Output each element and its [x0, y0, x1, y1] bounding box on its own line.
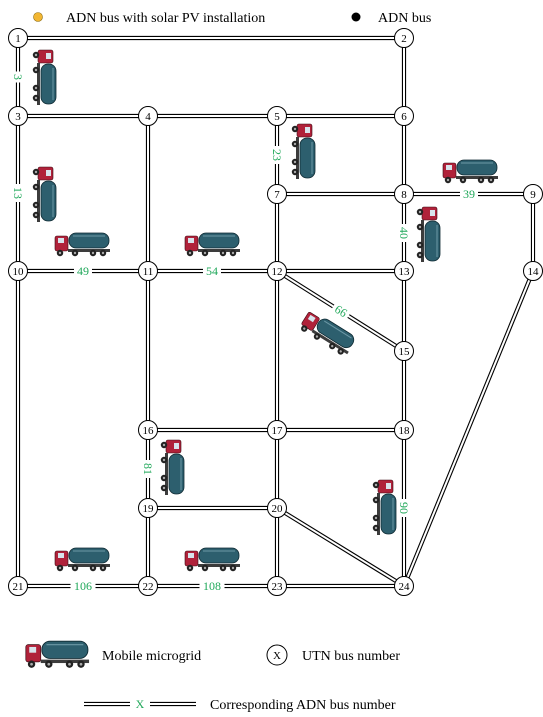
bus-node-label: 10 [13, 266, 25, 278]
edge-label-8-9: 39 [463, 187, 475, 201]
bus-node-4: 4 [139, 107, 158, 126]
bus-node-label: 24 [399, 581, 411, 593]
truck-legend [26, 641, 89, 668]
edge-label-8-13: 40 [397, 227, 411, 239]
bus-node-20: 20 [268, 499, 287, 518]
bus-node-23: 23 [268, 577, 287, 596]
adn-bus-legend-dot [352, 13, 361, 22]
bus-node-label: 5 [274, 111, 280, 123]
truck-10-11 [55, 233, 110, 256]
bus-node-label: 9 [530, 189, 536, 201]
edge-label-3-10: 13 [11, 187, 25, 199]
bus-node-label: 6 [401, 111, 407, 123]
bus-node-label: 4 [145, 111, 151, 123]
truck-11-12 [185, 233, 240, 256]
edge-label-18-24: 90 [397, 502, 411, 514]
solar-bus-legend-dot [34, 13, 43, 22]
legend-line-x: X [136, 697, 145, 711]
truck-8-13 [417, 207, 440, 262]
legend-solar-bus: ADN bus with solar PV installation [66, 11, 265, 26]
legend-adn-bus: ADN bus [378, 11, 431, 26]
edge-8-13: 40 [397, 194, 411, 271]
truck-16-19 [161, 440, 184, 495]
bus-node-label: 11 [143, 266, 154, 278]
bus-node-label: 12 [272, 266, 283, 278]
bus-node-3: 3 [9, 107, 28, 126]
edge-label-21-22: 106 [74, 579, 92, 593]
bus-node-label: 20 [272, 503, 284, 515]
bus-node-24: 24 [395, 577, 414, 596]
truck-5-7 [292, 124, 315, 179]
legend-mobile-microgrid-icon [26, 641, 89, 668]
edge-label-22-23: 108 [203, 579, 221, 593]
truck-21-22 [55, 548, 110, 571]
bus-node-6: 6 [395, 107, 414, 126]
edge-8-9: 39 [404, 187, 533, 201]
edge-14-24 [404, 271, 533, 586]
bus-node-17: 17 [268, 421, 287, 440]
bus-node-18: 18 [395, 421, 414, 440]
edge-22-23: 108 [148, 579, 277, 593]
legend-corresponding-adn: Corresponding ADN bus number [210, 698, 396, 713]
legend-mobile-microgrid: Mobile microgrid [102, 649, 201, 664]
edge-label-10-11: 49 [77, 264, 89, 278]
bus-node-14: 14 [524, 262, 543, 281]
edge-3-10: 13 [11, 116, 25, 271]
edge-label-1-3: 3 [11, 74, 25, 80]
bus-node-label: 16 [143, 425, 155, 437]
bus-node-label: 17 [272, 425, 284, 437]
bus-node-7: 7 [268, 185, 287, 204]
truck-3-10 [33, 167, 56, 222]
bus-node-label: 15 [399, 346, 411, 358]
bus-node-12: 12 [268, 262, 287, 281]
bus-node-22: 22 [139, 577, 158, 596]
bus-node-11: 11 [139, 262, 158, 281]
trucks-layer [33, 50, 498, 571]
truck-18-24 [373, 480, 396, 535]
bus-node-label: 1 [15, 33, 21, 45]
bus-node-1: 1 [9, 29, 28, 48]
bus-node-label: 18 [399, 425, 411, 437]
truck-1-3 [33, 50, 56, 105]
edge-1-3: 3 [11, 38, 25, 116]
bus-node-label: 14 [528, 266, 540, 278]
bus-node-15: 15 [395, 342, 414, 361]
bus-node-label: 8 [401, 189, 407, 201]
bus-node-label: 13 [399, 266, 411, 278]
edge-label-5-7: 23 [270, 149, 284, 161]
edge-label-11-12: 54 [206, 264, 218, 278]
bus-node-label: 2 [401, 33, 407, 45]
bus-node-label: 19 [143, 503, 155, 515]
bus-node-8: 8 [395, 185, 414, 204]
truck-22-23 [185, 548, 240, 571]
edge-21-22: 106 [18, 579, 148, 593]
bus-node-10: 10 [9, 262, 28, 281]
edge-label-16-19: 81 [141, 463, 155, 475]
edge-18-24: 90 [397, 430, 411, 586]
bus-node-label: 21 [13, 581, 24, 593]
bus-node-16: 16 [139, 421, 158, 440]
bus-node-21: 21 [9, 577, 28, 596]
bus-node-9: 9 [524, 185, 543, 204]
legend-utn-bus-number: UTN bus number [302, 649, 400, 664]
bus-node-label: 3 [15, 111, 21, 123]
legend-utn-symbol: X [273, 650, 281, 662]
bus-node-5: 5 [268, 107, 287, 126]
bus-node-label: 22 [143, 581, 154, 593]
bus-node-label: 23 [272, 581, 284, 593]
edge-16-19: 81 [141, 430, 155, 508]
bus-node-label: 7 [274, 189, 280, 201]
edge-5-7: 23 [270, 116, 284, 194]
edge-10-11: 49 [18, 264, 148, 278]
truck-8-9 [443, 160, 498, 183]
edge-11-12: 54 [148, 264, 277, 278]
bus-node-19: 19 [139, 499, 158, 518]
bus-node-13: 13 [395, 262, 414, 281]
bus-node-2: 2 [395, 29, 414, 48]
